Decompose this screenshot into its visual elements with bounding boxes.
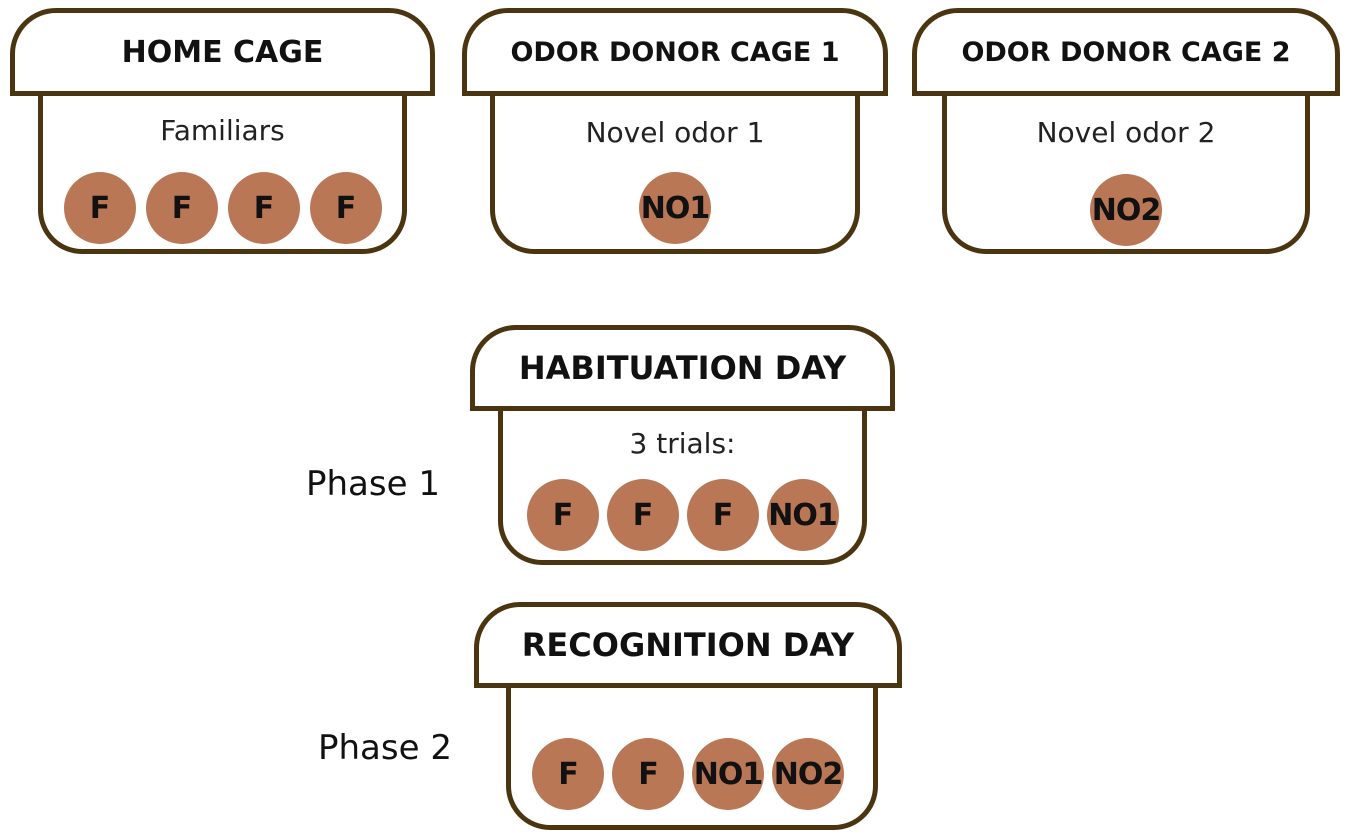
phase-1-label: Phase 1	[306, 464, 440, 504]
mouse-familiar: F	[526, 479, 599, 551]
recognition-day-cage: RECOGNITION DAY F F NO1 NO2	[474, 602, 902, 830]
habituation-day-subtitle: 3 trials:	[629, 427, 736, 460]
mouse-familiar: F	[612, 738, 684, 810]
home-cage-subtitle: Familiars	[160, 114, 285, 147]
home-cage-lid: HOME CAGE	[10, 8, 435, 96]
odor-donor-cage-2-subtitle: Novel odor 2	[1036, 116, 1216, 149]
mouse-familiar: F	[686, 479, 759, 551]
mouse-novel-odor-1: NO1	[766, 479, 839, 551]
odor-donor-cage-2-body	[942, 88, 1310, 254]
habituation-day-mice: F F F NO1	[470, 479, 895, 551]
odor-donor-cage-2-lid: ODOR DONOR CAGE 2	[912, 8, 1340, 96]
odor-donor-cage-1-title: ODOR DONOR CAGE 1	[510, 36, 840, 68]
recognition-day-title: RECOGNITION DAY	[521, 626, 855, 664]
mouse-familiar: F	[63, 172, 136, 244]
odor-donor-cage-1-subtitle: Novel odor 1	[585, 116, 765, 149]
recognition-day-mice: F F NO1 NO2	[474, 738, 902, 810]
home-cage-title: HOME CAGE	[121, 34, 324, 70]
mouse-familiar: F	[606, 479, 679, 551]
mouse-novel-odor-2: NO2	[772, 738, 844, 810]
recognition-day-cage-lid: RECOGNITION DAY	[474, 602, 902, 688]
habituation-day-title: HABITUATION DAY	[518, 349, 847, 387]
habituation-day-cage-lid: HABITUATION DAY	[470, 325, 895, 411]
odor-donor-cage-2: ODOR DONOR CAGE 2 Novel odor 2 NO2	[912, 8, 1340, 254]
odor-donor-cage-1: ODOR DONOR CAGE 1 Novel odor 1 NO1	[462, 8, 888, 254]
mouse-familiar: F	[532, 738, 604, 810]
odor-donor-cage-1-mice: NO1	[462, 172, 888, 244]
odor-donor-cage-2-title: ODOR DONOR CAGE 2	[961, 36, 1291, 68]
phase-2-label: Phase 2	[318, 728, 452, 768]
mouse-novel-odor-1: NO1	[692, 738, 764, 810]
home-cage: HOME CAGE Familiars F F F F	[10, 8, 435, 254]
home-cage-mice: F F F F	[10, 172, 435, 244]
mouse-familiar: F	[227, 172, 300, 244]
odor-donor-cage-2-mice: NO2	[912, 174, 1340, 246]
mouse-novel-odor-2: NO2	[1090, 174, 1162, 246]
habituation-day-cage: HABITUATION DAY 3 trials: F F F NO1	[470, 325, 895, 565]
mouse-novel-odor-1: NO1	[639, 172, 711, 244]
odor-donor-cage-1-lid: ODOR DONOR CAGE 1	[462, 8, 888, 96]
mouse-familiar: F	[145, 172, 218, 244]
mouse-familiar: F	[309, 172, 382, 244]
